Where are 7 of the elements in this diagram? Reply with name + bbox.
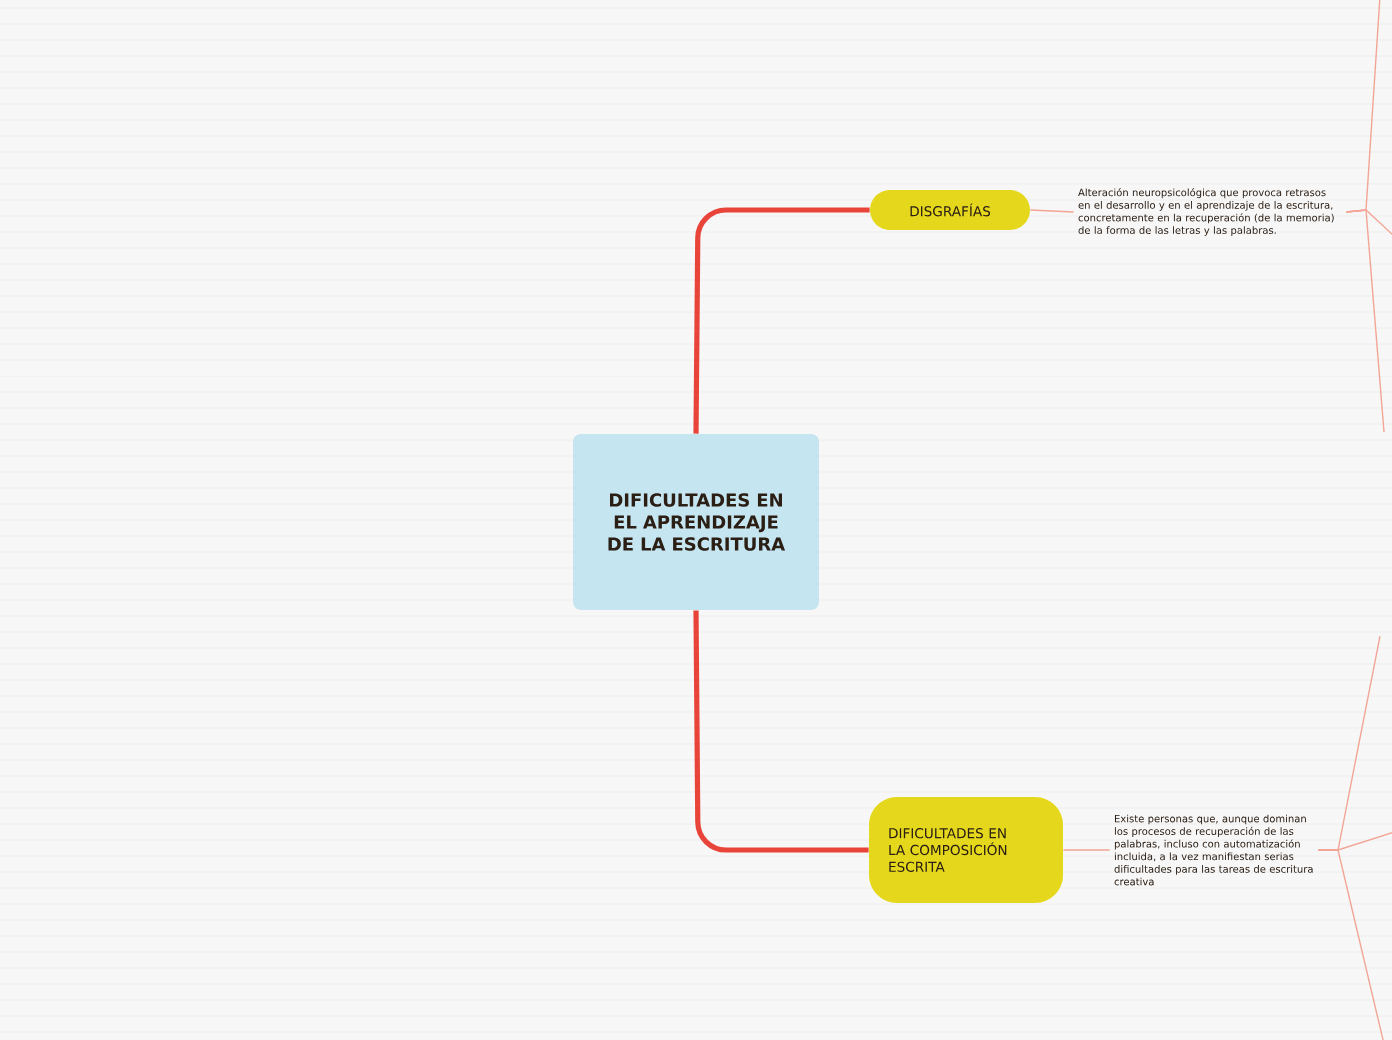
- connector-line: [693, 207, 870, 434]
- connector-line: [693, 610, 869, 853]
- connector-line: [1317, 849, 1385, 1040]
- central-topic-box: DIFICULTADES EN EL APRENDIZAJE DE LA ESCRITURA: [573, 434, 819, 610]
- connector-line: [1345, 209, 1385, 433]
- connector-line: [1029, 209, 1075, 213]
- connector-line: [1062, 849, 1111, 851]
